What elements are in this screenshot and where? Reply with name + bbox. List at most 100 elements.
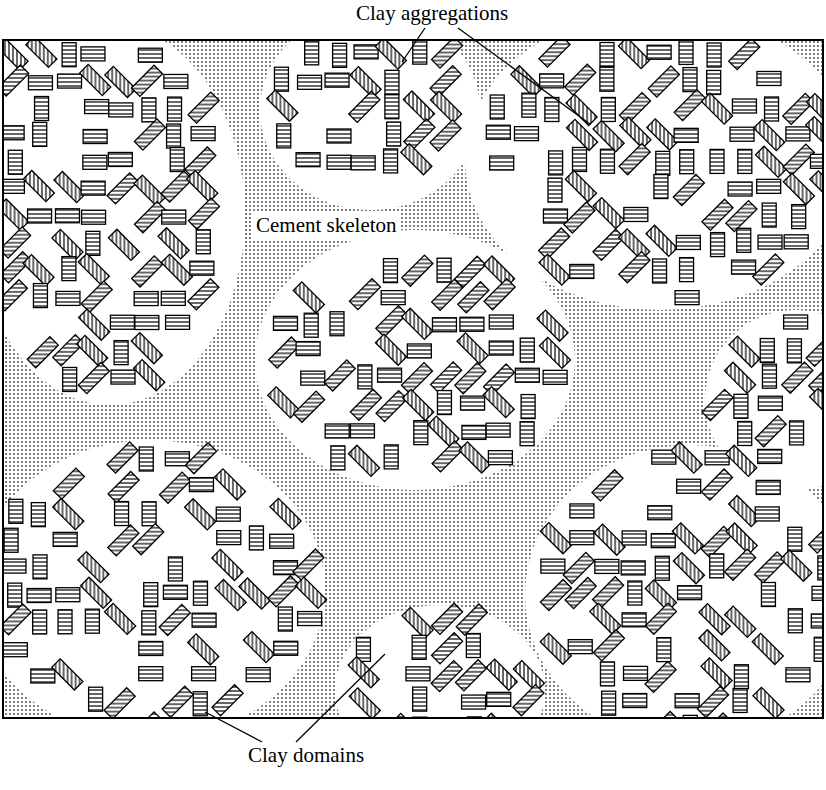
clay-domain bbox=[543, 370, 567, 384]
clay-domain bbox=[3, 643, 27, 657]
clay-domain bbox=[134, 175, 165, 206]
clay-domain bbox=[324, 360, 355, 391]
clay-domain bbox=[545, 97, 559, 121]
clay-domain bbox=[755, 552, 786, 583]
clay-domain bbox=[792, 205, 806, 229]
clay-domain bbox=[331, 446, 345, 470]
clay-domain bbox=[81, 577, 112, 608]
clay-domain bbox=[83, 155, 107, 169]
clay-domain bbox=[787, 339, 801, 363]
clay-domain bbox=[383, 259, 397, 283]
clay-domain bbox=[58, 610, 72, 634]
clay-domain bbox=[293, 282, 324, 313]
clay-domain bbox=[810, 154, 823, 168]
clay-domain bbox=[349, 688, 380, 718]
clay-domain bbox=[806, 335, 823, 366]
clay-domain bbox=[3, 179, 24, 193]
clay-domain bbox=[108, 152, 132, 166]
clay-domain bbox=[593, 630, 624, 661]
clay-domain bbox=[621, 561, 645, 575]
clay-domain bbox=[56, 291, 80, 305]
clay-domain bbox=[732, 99, 756, 113]
clay-domain bbox=[139, 447, 153, 471]
clay-domain bbox=[783, 144, 814, 175]
clay-domain bbox=[162, 210, 186, 224]
clay-domain bbox=[437, 391, 451, 415]
clay-domain bbox=[674, 90, 705, 121]
clay-domain bbox=[187, 171, 218, 202]
clay-domain bbox=[678, 586, 702, 600]
clay-domain bbox=[645, 603, 676, 634]
clay-domain bbox=[296, 153, 320, 167]
clay-domain bbox=[753, 687, 784, 718]
clay-domain bbox=[80, 64, 111, 95]
clay-domain bbox=[108, 471, 139, 502]
clay-domain bbox=[3, 227, 31, 258]
clay-domain bbox=[86, 231, 100, 255]
clay-domain bbox=[325, 73, 349, 87]
clay-domain bbox=[564, 202, 595, 233]
clay-domain bbox=[35, 97, 49, 121]
clay-domain bbox=[734, 665, 748, 689]
clay-domain bbox=[107, 173, 138, 204]
clay-domain bbox=[166, 315, 190, 329]
clay-domain bbox=[33, 610, 47, 634]
clay-domain bbox=[760, 339, 774, 363]
clay-domain bbox=[677, 479, 701, 493]
clay-domain bbox=[783, 173, 814, 204]
clay-domain bbox=[540, 74, 564, 88]
clay-domain bbox=[548, 178, 562, 202]
frame bbox=[3, 40, 823, 718]
clay-domain bbox=[762, 203, 776, 227]
clay-domain bbox=[757, 179, 781, 193]
clay-domain bbox=[134, 119, 165, 150]
clay-domain bbox=[680, 258, 694, 282]
clay-domain bbox=[673, 553, 704, 584]
clay-domain bbox=[757, 71, 781, 85]
clay-domain bbox=[212, 549, 243, 580]
clay-domain bbox=[333, 43, 347, 67]
leader-line bbox=[402, 28, 425, 62]
clay-domain bbox=[188, 279, 219, 310]
clay-domain bbox=[671, 442, 702, 473]
clay-domain bbox=[758, 449, 782, 463]
clay-domain bbox=[53, 335, 84, 366]
clay-domain bbox=[646, 225, 677, 256]
clay-domain bbox=[89, 687, 103, 711]
clay-domain bbox=[698, 686, 729, 717]
clay-domain bbox=[298, 75, 322, 89]
clay-domain bbox=[489, 315, 513, 329]
clay-domain bbox=[351, 156, 375, 170]
clay-domain bbox=[539, 254, 570, 285]
clay-domain bbox=[430, 120, 461, 151]
clay-domain bbox=[407, 344, 431, 358]
clay-domain bbox=[217, 531, 241, 545]
clay-domain bbox=[191, 127, 215, 141]
clay-domain bbox=[647, 45, 671, 59]
clay-domain bbox=[809, 363, 823, 394]
clay-domain bbox=[350, 389, 381, 420]
clay-domain bbox=[786, 668, 810, 682]
clay-domain bbox=[114, 341, 128, 365]
clay-domain bbox=[788, 527, 802, 551]
clay-domain bbox=[33, 284, 47, 308]
clay-domain bbox=[602, 691, 616, 715]
clay-domain bbox=[522, 93, 536, 117]
clay-domain bbox=[783, 93, 814, 124]
clay-domain bbox=[387, 122, 401, 146]
clay-domain bbox=[457, 333, 488, 364]
clay-domain bbox=[738, 149, 752, 173]
clay-domain bbox=[79, 309, 110, 340]
clay-aggregation bbox=[255, 230, 575, 490]
clay-domain bbox=[105, 66, 136, 97]
clay-domain bbox=[378, 368, 402, 382]
clay-domain bbox=[193, 581, 207, 605]
clay-domain bbox=[134, 202, 165, 233]
clay-domain bbox=[624, 666, 648, 680]
clay-domain bbox=[601, 97, 615, 121]
clay-domain bbox=[81, 281, 112, 312]
clay-domain bbox=[486, 125, 510, 139]
clay-domain bbox=[192, 667, 216, 681]
clay-domain bbox=[726, 523, 757, 554]
